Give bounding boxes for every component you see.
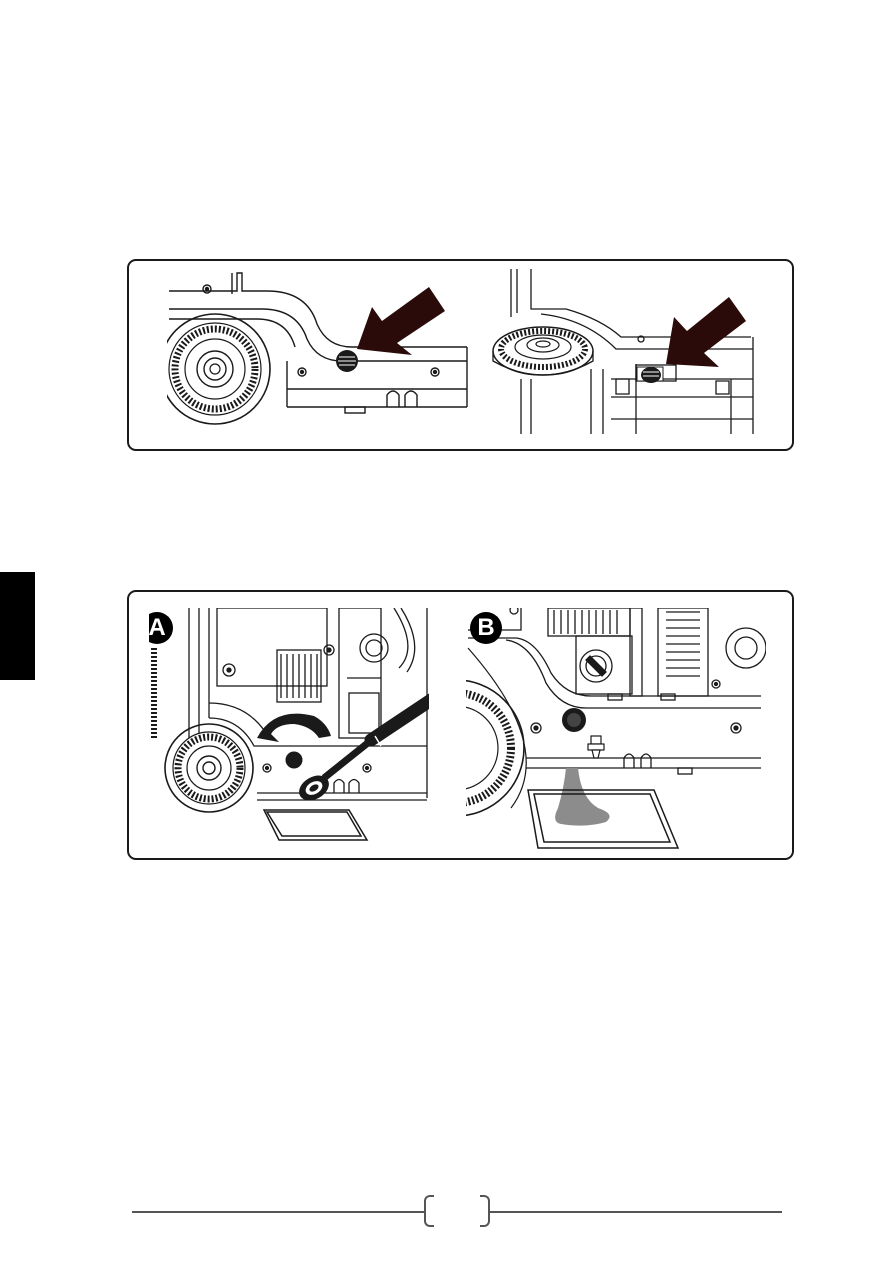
step-badge-b: B	[470, 612, 502, 644]
rotate-arrow-icon	[257, 714, 331, 742]
footer-rule-left	[132, 1211, 424, 1213]
drain-tray-icon	[264, 810, 367, 840]
footer-bracket-right	[480, 1195, 490, 1227]
figure-drain-plug-location	[127, 259, 794, 451]
figure-drain-procedure: A	[127, 590, 794, 860]
panel-rear-view	[491, 269, 786, 439]
footer-bracket-left	[424, 1195, 434, 1227]
footer-rule-right	[490, 1211, 782, 1213]
panel-step-b: B	[466, 608, 766, 850]
wheel-icon	[466, 680, 524, 816]
pointer-arrow-icon	[357, 287, 445, 355]
pointer-arrow-icon	[666, 297, 746, 367]
wheel-icon	[167, 314, 270, 424]
drain-plug-icon	[637, 367, 663, 383]
drain-plug-icon	[336, 350, 358, 372]
panel-side-view	[167, 269, 477, 444]
dial-knob-icon	[580, 650, 612, 682]
brush-disc-icon	[493, 327, 593, 375]
section-tab-marker	[0, 572, 35, 680]
drain-plug-icon	[588, 736, 604, 758]
wheel-icon	[165, 724, 253, 812]
fluid-stream-icon	[555, 768, 609, 826]
panel-step-a: A	[149, 608, 429, 850]
ratchet-wrench-icon	[295, 696, 429, 806]
